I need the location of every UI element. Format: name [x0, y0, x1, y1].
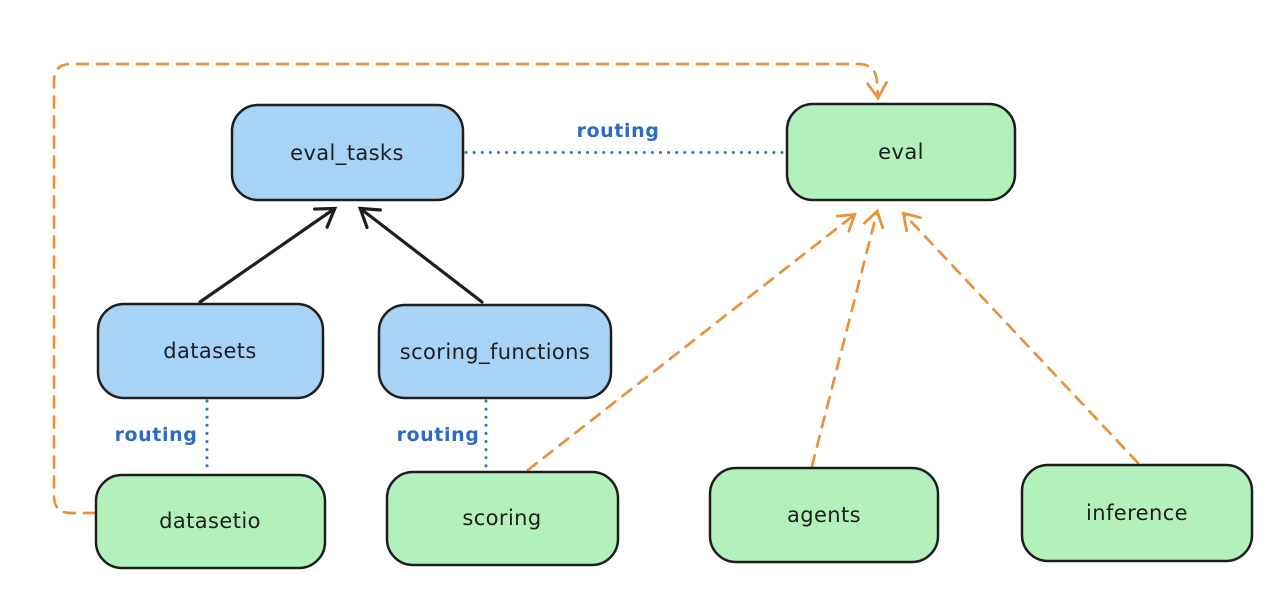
edge-label-routing-datasets: routing [115, 424, 198, 446]
node-scoring-functions: scoring_functions [377, 303, 613, 400]
node-agents-label: agents [787, 503, 861, 527]
node-agents-box [708, 466, 940, 564]
node-inference-label: inference [1086, 501, 1188, 525]
edge-label-routing-top: routing [577, 120, 660, 142]
node-datasets-box [96, 302, 325, 400]
node-eval: eval [785, 102, 1017, 202]
node-eval-tasks-box [230, 103, 465, 202]
node-datasets-label: datasets [163, 339, 257, 363]
node-inference-box [1020, 463, 1254, 563]
edge-dependency-datasetio-to-eval [52, 62, 888, 515]
edge-scoring-functions-to-eval-tasks [357, 206, 484, 304]
node-scoring-box [385, 470, 620, 567]
node-scoring: scoring [385, 470, 620, 567]
edge-dependency-agents-to-eval [810, 208, 885, 468]
node-eval-tasks-label: eval_tasks [290, 141, 404, 166]
edge-label-routing-scoring: routing [397, 424, 480, 446]
node-agents: agents [708, 466, 940, 564]
node-datasetio: datasetio [94, 473, 327, 570]
node-eval-label: eval [878, 140, 924, 164]
node-scoring-functions-box [377, 303, 613, 400]
node-inference: inference [1020, 463, 1254, 563]
node-eval-box [785, 102, 1017, 202]
edge-datasets-to-eval-tasks [198, 206, 338, 304]
node-datasetio-label: datasetio [159, 509, 261, 533]
node-datasetio-box [94, 473, 327, 570]
edge-dependency-inference-to-eval [901, 211, 1140, 465]
node-eval-tasks: eval_tasks [230, 103, 465, 202]
node-datasets: datasets [96, 302, 325, 400]
node-scoring-functions-label: scoring_functions [400, 340, 590, 365]
node-scoring-label: scoring [462, 506, 541, 530]
edge-dependency-scoring-to-eval [526, 212, 857, 472]
